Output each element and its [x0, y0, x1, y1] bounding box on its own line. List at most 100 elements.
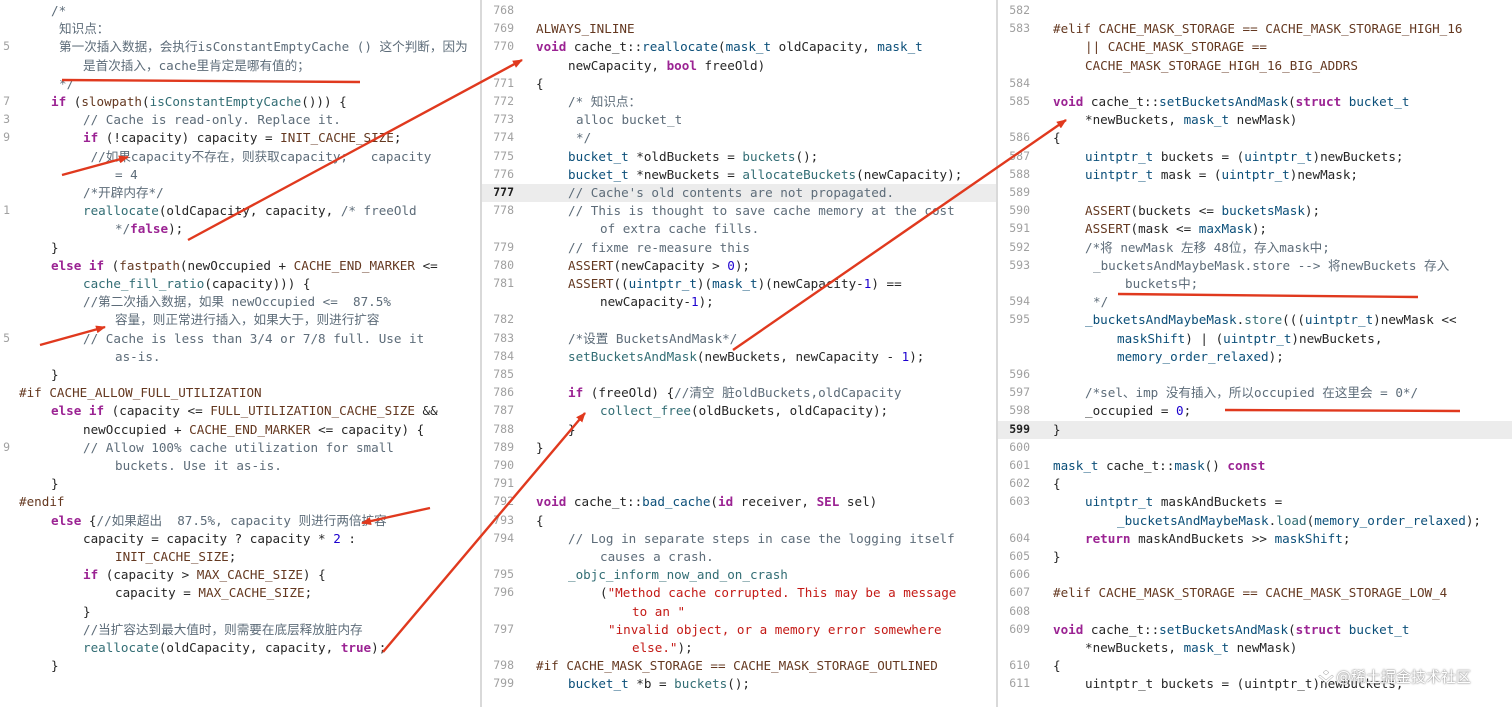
- line-number[interactable]: 596: [1009, 367, 1030, 381]
- line-number[interactable]: 583: [1009, 21, 1030, 36]
- line-number[interactable]: 598: [1009, 403, 1030, 418]
- line-number[interactable]: 602: [1009, 476, 1030, 491]
- code-line[interactable]: else if (fastpath(newOccupied + CACHE_EN…: [51, 257, 438, 275]
- line-number[interactable]: 773: [493, 112, 514, 127]
- line-number[interactable]: 797: [493, 621, 514, 636]
- line-number[interactable]: 785: [493, 367, 514, 381]
- code-line[interactable]: _bucketsAndMaybeMask.store(((uintptr_t)n…: [1085, 311, 1457, 329]
- code-line[interactable]: }: [1053, 548, 1061, 566]
- code-line[interactable]: newCapacity-1);: [600, 293, 714, 311]
- code-line[interactable]: reallocate(oldCapacity, capacity, true);: [83, 639, 386, 657]
- line-number[interactable]: 789: [493, 439, 514, 454]
- code-line[interactable]: mask_t cache_t::mask() const: [1053, 457, 1265, 475]
- line-number[interactable]: 591: [1009, 221, 1030, 236]
- line-number[interactable]: 600: [1009, 439, 1030, 454]
- code-line[interactable]: return maskAndBuckets >> maskShift;: [1085, 530, 1350, 548]
- code-line[interactable]: *newBuckets, mask_t newMask): [1085, 111, 1297, 129]
- line-number[interactable]: 771: [493, 75, 514, 90]
- code-line[interactable]: reallocate(oldCapacity, capacity, /* fre…: [83, 202, 417, 220]
- code-line[interactable]: collect_free(oldBuckets, oldCapacity);: [600, 402, 888, 420]
- line-number[interactable]: 786: [493, 385, 514, 400]
- code-line[interactable]: cache_fill_ratio(capacity))) {: [83, 275, 310, 293]
- code-line[interactable]: else.");: [632, 639, 693, 657]
- line-number[interactable]: 594: [1009, 294, 1030, 309]
- code-line[interactable]: as-is.: [115, 348, 161, 366]
- code-line[interactable]: _bucketsAndMaybeMask.load(memory_order_r…: [1117, 512, 1481, 530]
- line-number[interactable]: 794: [493, 530, 514, 545]
- line-number[interactable]: 607: [1009, 585, 1030, 600]
- code-line[interactable]: ASSERT((uintptr_t)(mask_t)(newCapacity-1…: [568, 275, 902, 293]
- line-number[interactable]: 5: [3, 39, 10, 54]
- code-line[interactable]: 知识点：: [59, 20, 109, 38]
- code-line[interactable]: uintptr_t buckets = (uintptr_t)newBucket…: [1085, 675, 1403, 693]
- line-number[interactable]: 776: [493, 166, 514, 181]
- code-line[interactable]: newCapacity, bool freeOld): [568, 57, 765, 75]
- line-number[interactable]: 799: [493, 676, 514, 691]
- line-number[interactable]: 798: [493, 658, 514, 673]
- code-line[interactable]: }: [536, 439, 544, 457]
- code-line[interactable]: {: [1053, 129, 1061, 147]
- code-line[interactable]: of extra cache fills.: [600, 220, 759, 238]
- code-line[interactable]: if (slowpath(isConstantEmptyCache())) {: [51, 93, 347, 111]
- code-line[interactable]: }: [51, 366, 59, 384]
- code-line[interactable]: ASSERT(buckets <= bucketsMask);: [1085, 202, 1320, 220]
- code-line[interactable]: || CACHE_MASK_STORAGE ==: [1085, 38, 1267, 56]
- line-number[interactable]: 778: [493, 203, 514, 218]
- code-line[interactable]: ASSERT(newCapacity > 0);: [568, 257, 750, 275]
- code-line[interactable]: else {//如果超出 87.5%, capacity 则进行两倍扩容: [51, 512, 387, 530]
- code-line[interactable]: CACHE_MASK_STORAGE_HIGH_16_BIG_ADDRS: [1085, 57, 1358, 75]
- code-line[interactable]: uintptr_t buckets = (uintptr_t)newBucket…: [1085, 148, 1404, 166]
- line-number[interactable]: 787: [493, 403, 514, 418]
- code-line[interactable]: if (!capacity) capacity = INIT_CACHE_SIZ…: [83, 129, 401, 147]
- line-number[interactable]: 588: [1009, 166, 1030, 181]
- code-line[interactable]: "invalid object, or a memory error somew…: [608, 621, 942, 639]
- code-line[interactable]: maskShift) | (uintptr_t)newBuckets,: [1117, 330, 1382, 348]
- code-line[interactable]: {: [536, 512, 544, 530]
- code-line[interactable]: bucket_t *newBuckets = allocateBuckets(n…: [568, 166, 962, 184]
- line-number[interactable]: 1: [3, 203, 10, 218]
- code-line[interactable]: void cache_t::reallocate(mask_t oldCapac…: [536, 38, 923, 56]
- code-line[interactable]: buckets中;: [1125, 275, 1198, 293]
- code-line[interactable]: newOccupied + CACHE_END_MARKER <= capaci…: [83, 421, 424, 439]
- code-line[interactable]: to an ": [632, 603, 685, 621]
- code-line[interactable]: }: [51, 475, 59, 493]
- code-line[interactable]: #if CACHE_ALLOW_FULL_UTILIZATION: [19, 384, 262, 402]
- code-line[interactable]: #endif: [19, 493, 65, 511]
- line-number[interactable]: 782: [493, 312, 514, 327]
- code-line[interactable]: uintptr_t mask = (uintptr_t)newMask;: [1085, 166, 1358, 184]
- line-number[interactable]: 604: [1009, 530, 1030, 545]
- line-number[interactable]: 587: [1009, 148, 1030, 163]
- code-line[interactable]: buckets. Use it as-is.: [115, 457, 282, 475]
- code-line[interactable]: 容量，则正常进行插入，如果大于，则进行扩容: [115, 311, 379, 329]
- code-line[interactable]: /*sel、imp 没有插入，所以occupied 在这里会 = 0*/: [1085, 384, 1418, 402]
- code-line[interactable]: void cache_t::setBucketsAndMask(struct b…: [1053, 621, 1409, 639]
- line-number[interactable]: 792: [493, 494, 514, 509]
- code-line[interactable]: */: [576, 129, 591, 147]
- line-number[interactable]: 590: [1009, 203, 1030, 218]
- code-line[interactable]: // Cache is less than 3/4 or 7/8 full. U…: [83, 330, 424, 348]
- code-line[interactable]: }: [1053, 421, 1061, 439]
- code-line[interactable]: /*设置 BucketsAndMask*/: [568, 330, 737, 348]
- code-line[interactable]: */false);: [115, 220, 183, 238]
- line-number[interactable]: 9: [3, 130, 10, 145]
- line-number[interactable]: 606: [1009, 567, 1030, 582]
- code-line[interactable]: // fixme re-measure this: [568, 239, 750, 257]
- line-number[interactable]: 7: [3, 94, 10, 108]
- code-line[interactable]: /* 知识点：: [568, 93, 641, 111]
- line-number[interactable]: 585: [1009, 94, 1030, 108]
- code-line[interactable]: uintptr_t maskAndBuckets =: [1085, 493, 1282, 511]
- line-number[interactable]: 781: [493, 276, 514, 290]
- code-line[interactable]: // Cache's old contents are not propagat…: [568, 184, 894, 202]
- code-line[interactable]: #elif CACHE_MASK_STORAGE == CACHE_MASK_S…: [1053, 584, 1447, 602]
- line-number[interactable]: 791: [493, 476, 514, 491]
- code-line[interactable]: {: [536, 75, 544, 93]
- code-line[interactable]: _bucketsAndMaybeMask.store --> 将newBucke…: [1093, 257, 1449, 275]
- line-number[interactable]: 3: [3, 112, 10, 127]
- code-line[interactable]: else if (capacity <= FULL_UTILIZATION_CA…: [51, 402, 438, 420]
- code-line[interactable]: bucket_t *oldBuckets = buckets();: [568, 148, 818, 166]
- code-line[interactable]: capacity = MAX_CACHE_SIZE;: [115, 584, 312, 602]
- line-number[interactable]: 784: [493, 348, 514, 363]
- code-line[interactable]: {: [1053, 657, 1061, 675]
- code-line[interactable]: ("Method cache corrupted. This may be a …: [600, 584, 956, 602]
